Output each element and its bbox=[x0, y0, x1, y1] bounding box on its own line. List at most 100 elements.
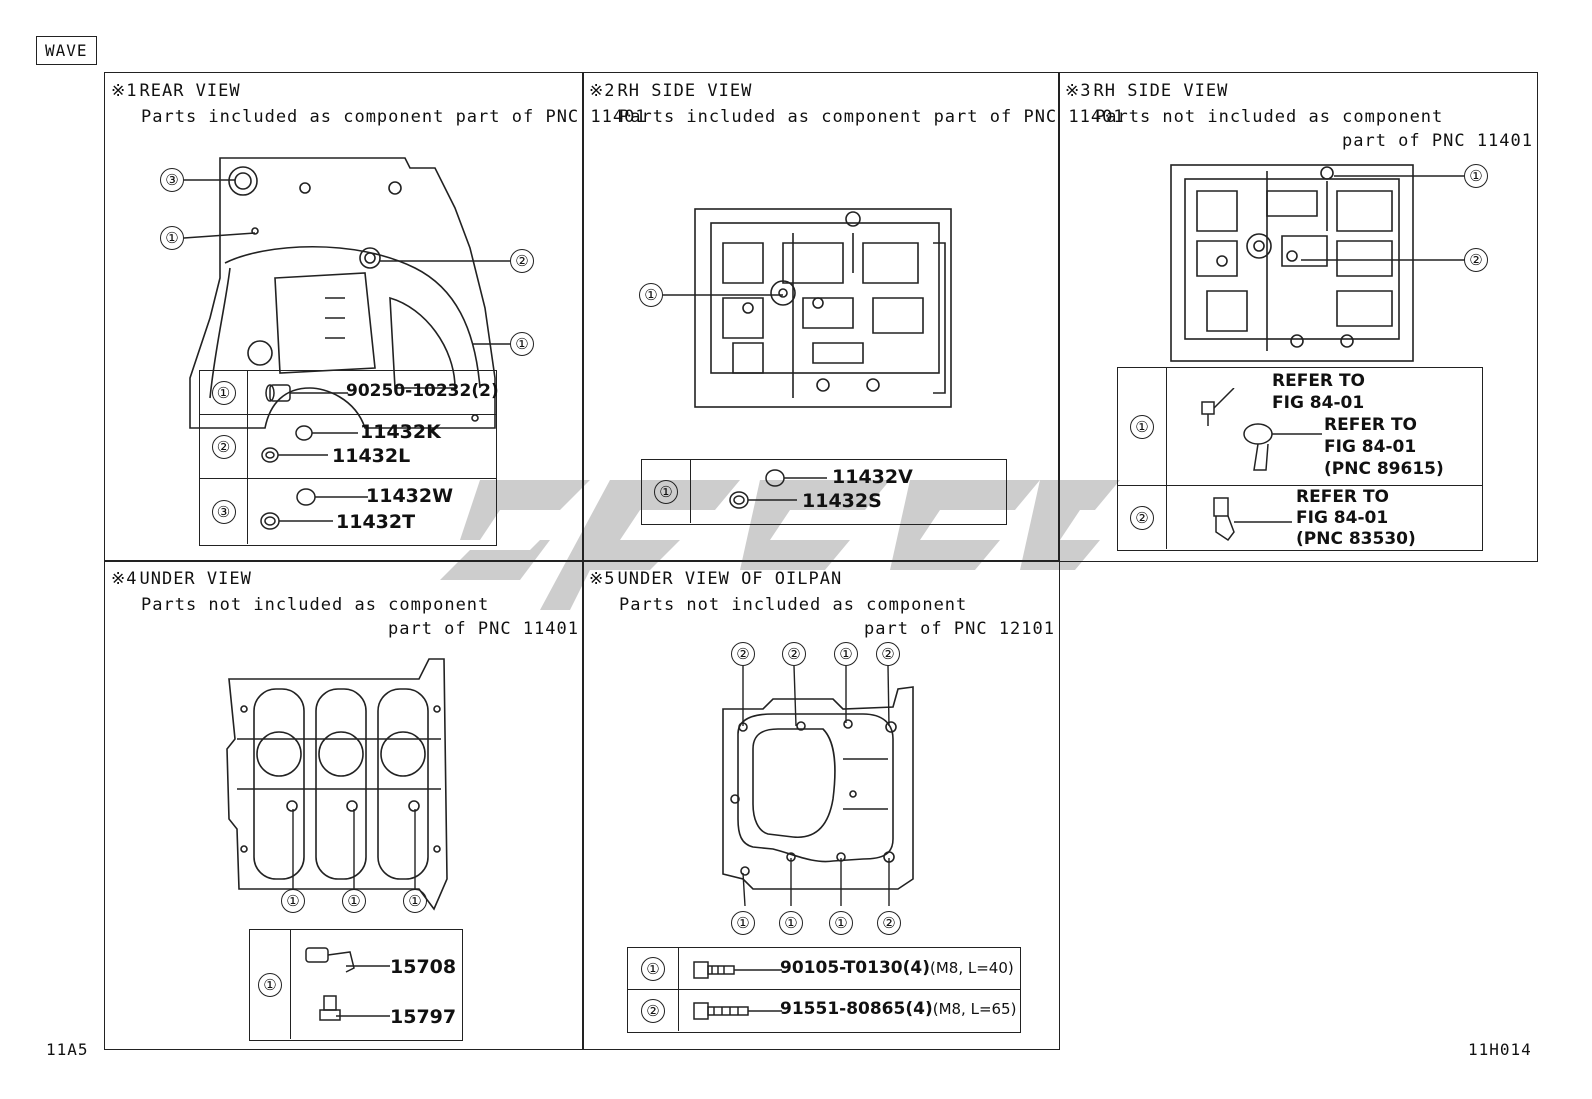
rear-view-drawing bbox=[189, 157, 496, 429]
rh-side-view-drawing bbox=[694, 208, 952, 408]
panel-description: Parts included as component part of PNC … bbox=[141, 107, 647, 127]
rear-view-callouts bbox=[183, 179, 510, 345]
part-number: 11432W bbox=[366, 485, 454, 507]
row-number: ① bbox=[258, 972, 282, 997]
part-number: 90250-10232(2) bbox=[346, 381, 499, 401]
callout-1: ① bbox=[403, 889, 427, 913]
plug-icon bbox=[729, 469, 827, 509]
row-number: ① bbox=[641, 956, 665, 981]
row-number: ② bbox=[1130, 505, 1154, 530]
part-number: 90105-T0130(4)(M8, L=40) bbox=[780, 958, 1014, 978]
row-number: ② bbox=[641, 998, 665, 1023]
footer-right-code: 11H014 bbox=[1468, 1040, 1532, 1059]
table-row: ① 90105-T0130(4)(M8, L=40) bbox=[628, 948, 1020, 990]
part-number: 91551-80865(4)(M8, L=65) bbox=[780, 999, 1017, 1019]
parts-table: ① 90105-T0130(4)(M8, L=40) ② 91551-80865… bbox=[627, 947, 1021, 1033]
callout-1: ① bbox=[510, 332, 534, 356]
reference-text: REFER TO bbox=[1324, 415, 1417, 435]
under-view-drawing bbox=[226, 658, 448, 911]
footer-left-code: 11A5 bbox=[46, 1040, 89, 1059]
diagram-tag: WAVE bbox=[36, 36, 97, 65]
reference-text: FIG 84-01 bbox=[1296, 508, 1389, 528]
under-view-callout-lines bbox=[292, 809, 416, 889]
table-row: ③ 11432W 11432T bbox=[200, 479, 496, 544]
callout-1: ① bbox=[639, 283, 663, 307]
table-row: ② REFER TO FIG 84-01 (PNC 83530) bbox=[1118, 486, 1482, 549]
oilpan-drawing bbox=[722, 686, 914, 890]
oil-pressure-switch-icon bbox=[1213, 497, 1292, 542]
oil-jet-icon bbox=[305, 947, 390, 1021]
panel-description-line2: part of PNC 11401 bbox=[388, 619, 579, 639]
callout-1: ① bbox=[1464, 164, 1488, 188]
parts-table: ① 15708 15797 bbox=[249, 929, 463, 1041]
parts-table: ① 90250-10232(2) ② 11432K 11432L ③ 11432… bbox=[199, 370, 499, 546]
callout-2: ② bbox=[510, 249, 534, 273]
panel-description: Parts not included as component bbox=[1095, 107, 1444, 127]
reference-text: REFER TO bbox=[1296, 487, 1389, 507]
oilpan-callout-lines bbox=[742, 665, 890, 907]
panel-description-line2: part of PNC 11401 bbox=[1342, 131, 1533, 151]
row-number: ③ bbox=[211, 499, 236, 524]
rh-side-callout-line bbox=[663, 294, 783, 296]
reference-text: (PNC 83530) bbox=[1296, 529, 1416, 549]
reference-table: ① REFER TO FIG 84-01 REFER TO FIG 84-01 … bbox=[1117, 367, 1483, 551]
table-row: ① 11432V 11432S bbox=[642, 460, 1006, 523]
callout-1: ① bbox=[779, 911, 803, 935]
panel-description: Parts not included as component bbox=[619, 595, 968, 615]
row-number: ① bbox=[211, 380, 236, 405]
panel-description: Parts not included as component bbox=[141, 595, 490, 615]
table-row: ① REFER TO FIG 84-01 REFER TO FIG 84-01 … bbox=[1118, 368, 1482, 486]
reference-text: (PNC 89615) bbox=[1324, 459, 1444, 479]
callout-1: ① bbox=[834, 642, 858, 666]
part-number: 15797 bbox=[390, 1006, 457, 1028]
plug-icon bbox=[260, 488, 368, 530]
callout-2: ② bbox=[877, 911, 901, 935]
table-row: ① 90250-10232(2) bbox=[200, 371, 499, 415]
callout-1: ① bbox=[829, 911, 853, 935]
table-row: ① 15708 15797 bbox=[250, 930, 462, 1039]
part-number: 11432V bbox=[832, 466, 913, 488]
row-number: ① bbox=[654, 479, 678, 504]
bolt-icon bbox=[693, 1002, 782, 1020]
reference-text: FIG 84-01 bbox=[1324, 437, 1417, 457]
bolt-icon bbox=[693, 961, 782, 979]
reference-text: REFER TO bbox=[1272, 371, 1365, 391]
watermark-logo bbox=[440, 460, 1120, 624]
part-number: 15708 bbox=[390, 956, 457, 978]
row-number: ① bbox=[1130, 414, 1154, 439]
plug-icon bbox=[261, 425, 358, 463]
panel-description-line2: part of PNC 12101 bbox=[864, 619, 1055, 639]
rh-side-view-drawing bbox=[1170, 164, 1414, 362]
callout-2: ② bbox=[1464, 248, 1488, 272]
reference-text: FIG 84-01 bbox=[1272, 393, 1365, 413]
knock-sensor-icon bbox=[1201, 388, 1322, 471]
callout-1: ① bbox=[731, 911, 755, 935]
callout-3: ③ bbox=[160, 168, 184, 192]
callout-1: ① bbox=[281, 889, 305, 913]
collar-icon bbox=[265, 384, 348, 402]
callout-1: ① bbox=[342, 889, 366, 913]
part-number: 11432S bbox=[802, 490, 882, 512]
callout-2: ② bbox=[876, 642, 900, 666]
part-number: 11432K bbox=[360, 421, 441, 443]
panel-description: Parts included as component part of PNC … bbox=[619, 107, 1125, 127]
table-row: ② 11432K 11432L bbox=[200, 415, 496, 479]
callout-2: ② bbox=[782, 642, 806, 666]
part-number: 11432T bbox=[336, 511, 416, 533]
row-number: ② bbox=[211, 434, 236, 459]
table-row: ② 91551-80865(4)(M8, L=65) bbox=[628, 990, 1020, 1031]
parts-table: ① 11432V 11432S bbox=[641, 459, 1007, 525]
rh-side-callout-lines bbox=[1301, 175, 1464, 261]
callout-1: ① bbox=[160, 226, 184, 250]
callout-2: ② bbox=[731, 642, 755, 666]
